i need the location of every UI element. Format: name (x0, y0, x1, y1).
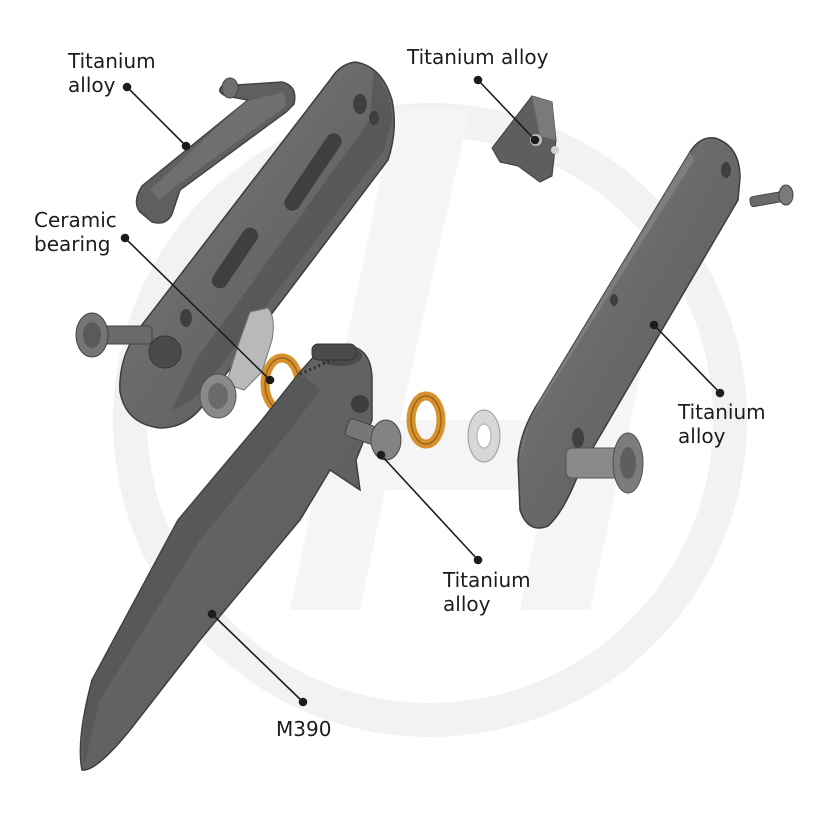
lock-detent-part (199, 307, 274, 419)
leader-lines (120, 75, 725, 707)
blade (79, 343, 373, 771)
pocket-clip (135, 77, 296, 224)
label-lock-bar-text: Titanium alloy (407, 45, 549, 69)
label-clip-line2: alloy (68, 73, 116, 97)
handle-screw (749, 184, 794, 208)
pivot-screw (344, 418, 402, 461)
right-handle-scale (517, 137, 741, 529)
label-right-handle-line2: alloy (678, 424, 726, 448)
label-pivot-line1: Titanium (443, 568, 531, 592)
label-blade-material: M390 (276, 717, 331, 741)
label-right-handle-material: Titanium alloy (678, 400, 766, 448)
left-handle-scale (119, 61, 395, 429)
label-blade-text: M390 (276, 717, 332, 741)
label-clip-material: Titanium alloy (68, 49, 156, 97)
label-bearing-line1: Ceramic (34, 208, 117, 232)
ceramic-bearing-right (406, 391, 446, 449)
label-pivot-material: Titanium alloy (443, 568, 531, 616)
right-pivot-collar (565, 432, 644, 494)
label-right-handle-line1: Titanium (678, 400, 766, 424)
label-lock-bar-material: Titanium alloy (407, 45, 548, 69)
label-bearing-line2: bearing (34, 232, 111, 256)
label-clip-line1: Titanium (68, 49, 156, 73)
lock-bar-part (491, 95, 559, 183)
left-pivot-screw (75, 312, 153, 358)
label-pivot-line2: alloy (443, 592, 491, 616)
label-bearing-material: Ceramic bearing (34, 208, 117, 256)
washer (467, 409, 501, 463)
